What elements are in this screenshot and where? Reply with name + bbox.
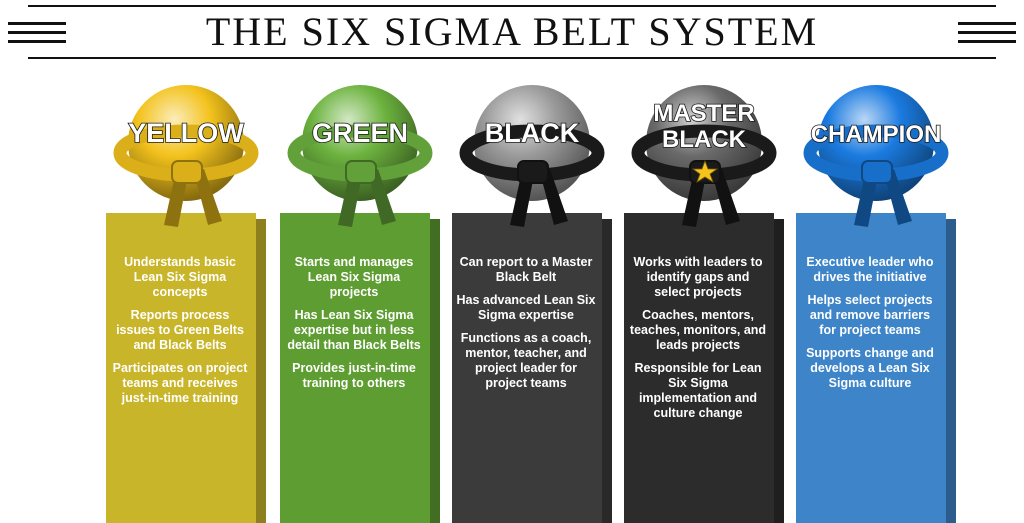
title-bottom-rule xyxy=(28,57,996,59)
belt-column: YELLOW Understands basic Lean Six Sigma c… xyxy=(104,75,279,523)
belt-tail-left xyxy=(338,171,362,227)
belt-sphere-illustration: BLACK xyxy=(459,85,605,227)
belt-description: Understands basic Lean Six Sigma concept… xyxy=(110,255,250,414)
box-side xyxy=(946,219,956,523)
right-deco-line xyxy=(958,31,1016,34)
belt-tail-left xyxy=(682,171,706,227)
belt-description: Starts and manages Lean Six Sigma projec… xyxy=(284,255,424,399)
belt-label: CHAMPION xyxy=(811,121,942,148)
belt-knot xyxy=(171,160,203,184)
page-title: THE SIX SIGMA BELT SYSTEM xyxy=(0,8,1024,55)
box-side xyxy=(430,219,440,523)
belt-description-item: Provides just-in-time training to others xyxy=(292,361,416,390)
belt-description: Works with leaders to identify gaps and … xyxy=(628,255,768,429)
belt-description-item: Functions as a coach, mentor, teacher, a… xyxy=(460,331,592,390)
belt-description-item: Helps select projects and remove barrier… xyxy=(807,293,933,337)
star-icon xyxy=(691,159,719,183)
belt-sphere-illustration: CHAMPION xyxy=(803,85,949,227)
belt-label: GREEN xyxy=(312,118,408,148)
belt-description-item: Can report to a Master Black Belt xyxy=(459,255,593,284)
right-deco-line xyxy=(958,22,1016,25)
belt-sphere-illustration: YELLOW xyxy=(113,85,259,227)
page-title-text: THE SIX SIGMA BELT SYSTEM xyxy=(191,9,833,54)
title-banner: THE SIX SIGMA BELT SYSTEM xyxy=(0,0,1024,60)
belt-column: GREEN Starts and manages Lean Six Sigma p… xyxy=(278,75,453,523)
belt-tail-right xyxy=(712,169,740,225)
belt-column: CHAMPION Executive leader who drives the … xyxy=(794,75,969,523)
belt-description-item: Responsible for Lean Six Sigma implement… xyxy=(634,361,762,420)
belt-description-item: Has advanced Lean Six Sigma expertise xyxy=(456,293,596,322)
belt-description: Executive leader who drives the initiati… xyxy=(800,255,940,399)
belt-sphere-illustration: GREEN xyxy=(287,85,433,227)
belt-description-item: Participates on project teams and receiv… xyxy=(112,361,248,405)
belt-description-item: Supports change and develops a Lean Six … xyxy=(806,346,934,390)
belt-description-item: Coaches, mentors, teaches, monitors, and… xyxy=(629,308,767,352)
left-deco-line xyxy=(8,40,66,43)
belt-tail-right xyxy=(884,169,912,225)
belt-tail-right xyxy=(540,169,568,225)
box-side xyxy=(774,219,784,523)
belt-knot xyxy=(861,160,893,184)
belt-description-item: Has Lean Six Sigma expertise but in less… xyxy=(287,308,421,352)
belt-knot xyxy=(345,160,377,184)
belt-description-item: Executive leader who drives the initiati… xyxy=(806,255,934,284)
belt-label: BLACK xyxy=(485,118,580,148)
left-deco-line xyxy=(8,31,66,34)
belt-label: BLACK xyxy=(662,126,747,153)
left-deco-line xyxy=(8,22,66,25)
belt-description-item: Reports process issues to Green Belts an… xyxy=(116,308,244,352)
belt-label: MASTER xyxy=(653,100,754,127)
title-top-rule xyxy=(28,5,996,7)
belt-description-item: Understands basic Lean Six Sigma concept… xyxy=(124,255,236,299)
right-deco-line xyxy=(958,40,1016,43)
belt-tail-left xyxy=(510,171,534,227)
belt-description-item: Starts and manages Lean Six Sigma projec… xyxy=(294,255,414,299)
belt-tail-right xyxy=(194,169,222,225)
belt-tail-left xyxy=(164,171,188,227)
belt-knot xyxy=(517,160,549,184)
box-side xyxy=(256,219,266,523)
belt-tail-right xyxy=(368,169,396,225)
belt-label: YELLOW xyxy=(128,118,244,148)
belt-tail-left xyxy=(854,171,878,227)
box-side xyxy=(602,219,612,523)
belt-description-item: Works with leaders to identify gaps and … xyxy=(633,255,763,299)
